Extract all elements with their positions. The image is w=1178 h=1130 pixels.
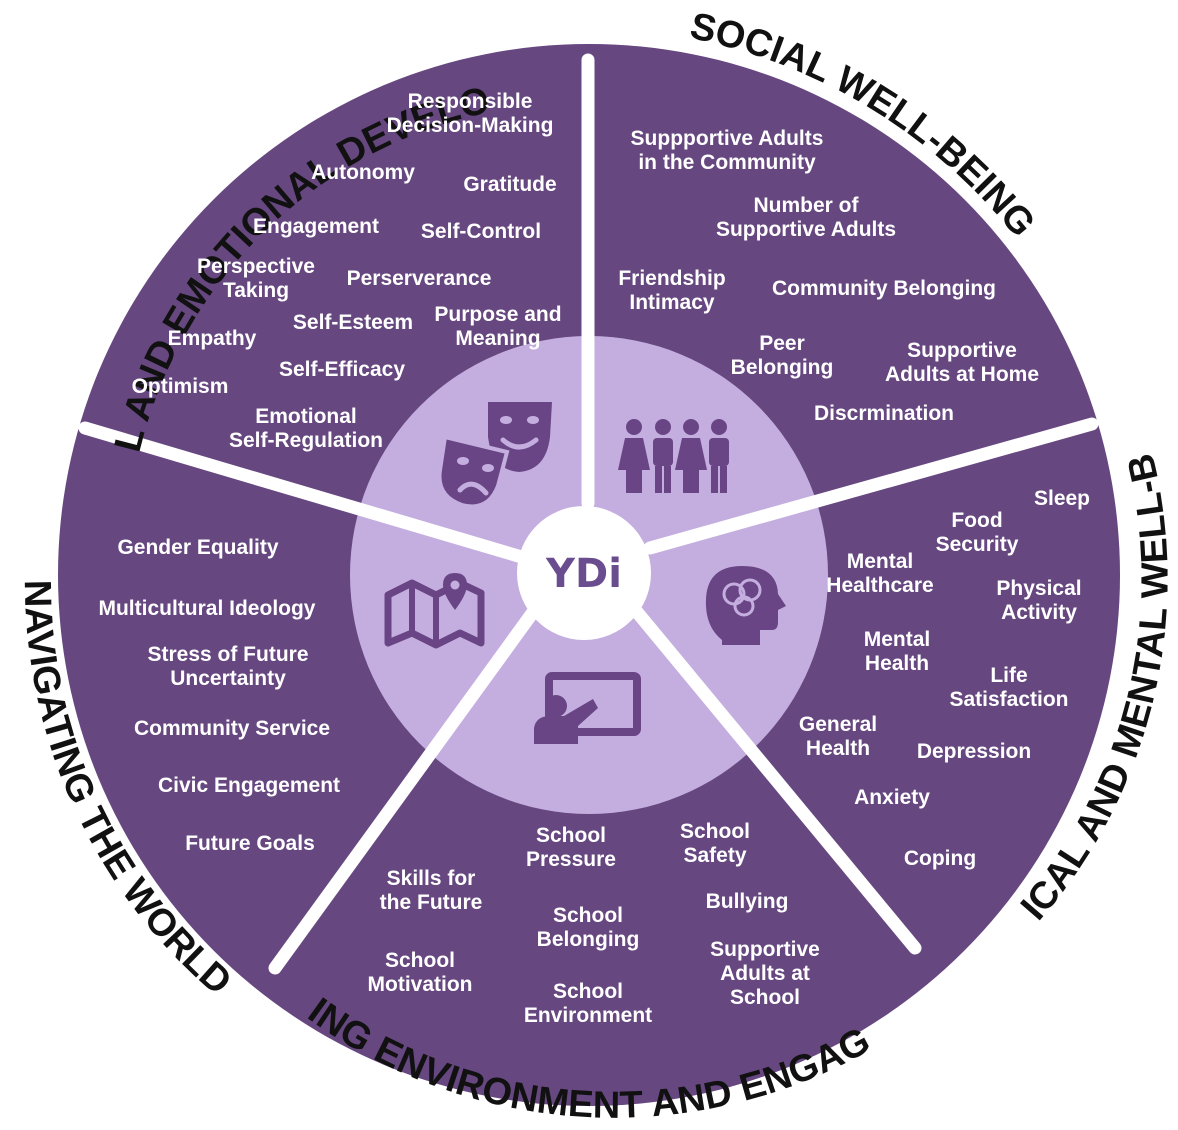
people-group-icon: [618, 419, 729, 493]
divider-left: [78, 421, 532, 565]
item-label: Perserverance: [347, 267, 492, 290]
divider-bottom-right: [630, 605, 922, 955]
item-label: Gender Equality: [117, 536, 278, 559]
item-label: Engagement: [253, 215, 379, 238]
item-label: Future Goals: [185, 832, 315, 855]
item-label: Self-Esteem: [293, 311, 413, 334]
item-label: Empathy: [168, 327, 257, 350]
item-label: Community Service: [134, 717, 330, 740]
item-label: Optimism: [132, 375, 229, 398]
divider-bottom-left: [268, 601, 543, 975]
item-label: Anxiety: [854, 786, 930, 809]
divider-right: [643, 417, 1099, 555]
item-label: Self-Control: [421, 220, 541, 243]
item-label: Bullying: [706, 890, 789, 913]
head-brain-icon: [705, 566, 786, 645]
item-label: Coping: [904, 847, 976, 870]
center-badge: [517, 506, 651, 640]
item-label: Depression: [917, 740, 1031, 763]
ydi-logo: YDi: [545, 551, 622, 597]
item-label: Civic Engagement: [158, 774, 340, 797]
item-label: Multicultural Ideology: [98, 597, 315, 620]
item-label: Sleep: [1034, 487, 1090, 510]
theater-masks-icon: [437, 402, 552, 509]
item-label: Autonomy: [311, 161, 415, 184]
section-dividers: [78, 53, 1099, 975]
teacher-board-icon: [534, 672, 641, 744]
item-label: Discrmination: [814, 402, 954, 425]
item-label: Self-Efficacy: [279, 358, 405, 381]
item-label: Community Belonging: [772, 277, 996, 300]
item-label: Gratitude: [463, 173, 556, 196]
map-pin-icon: [384, 573, 485, 649]
